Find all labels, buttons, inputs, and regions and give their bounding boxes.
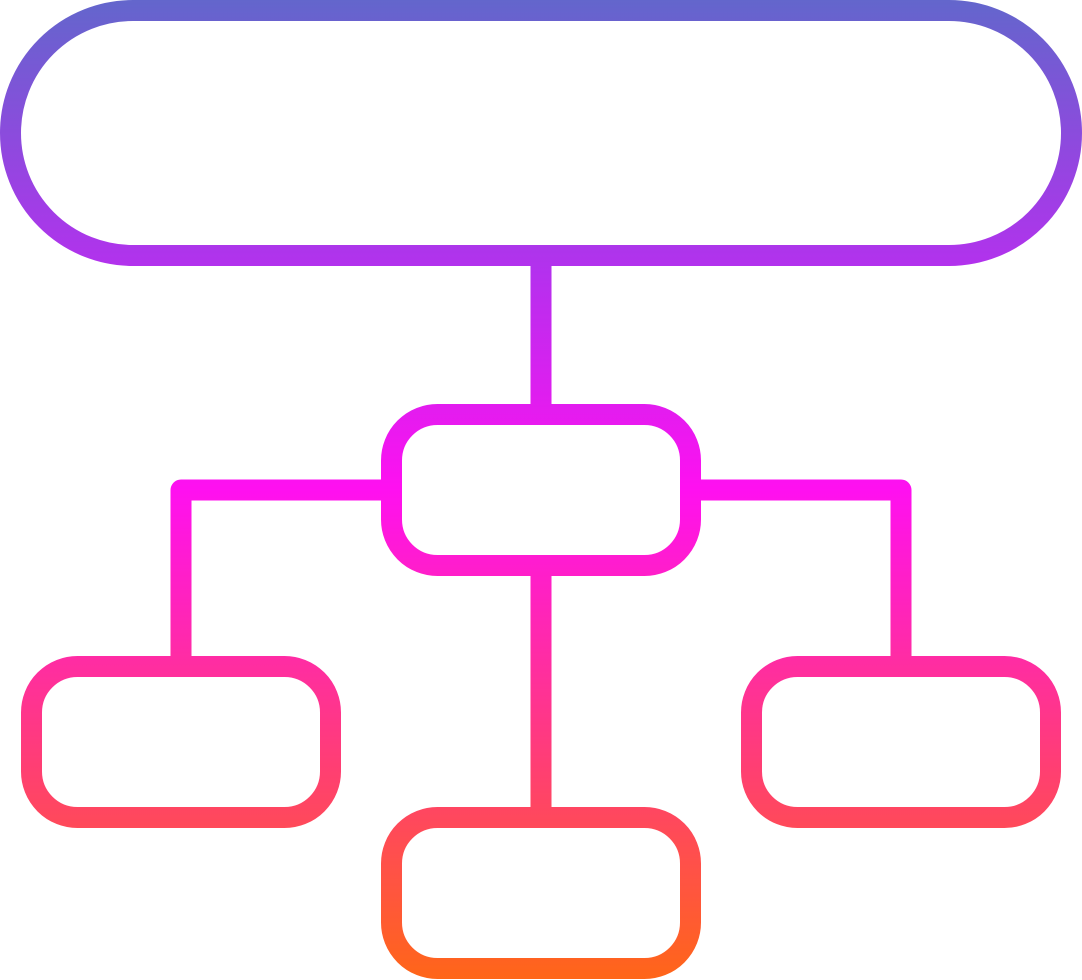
middle-node xyxy=(381,404,701,576)
right-child-node xyxy=(741,656,1061,828)
left-child-node xyxy=(21,656,341,828)
connector-middle-to-right xyxy=(680,479,912,677)
connector-middle-to-left xyxy=(170,479,402,677)
bottom-child-node xyxy=(381,807,701,979)
root-node-pill xyxy=(0,0,1082,266)
